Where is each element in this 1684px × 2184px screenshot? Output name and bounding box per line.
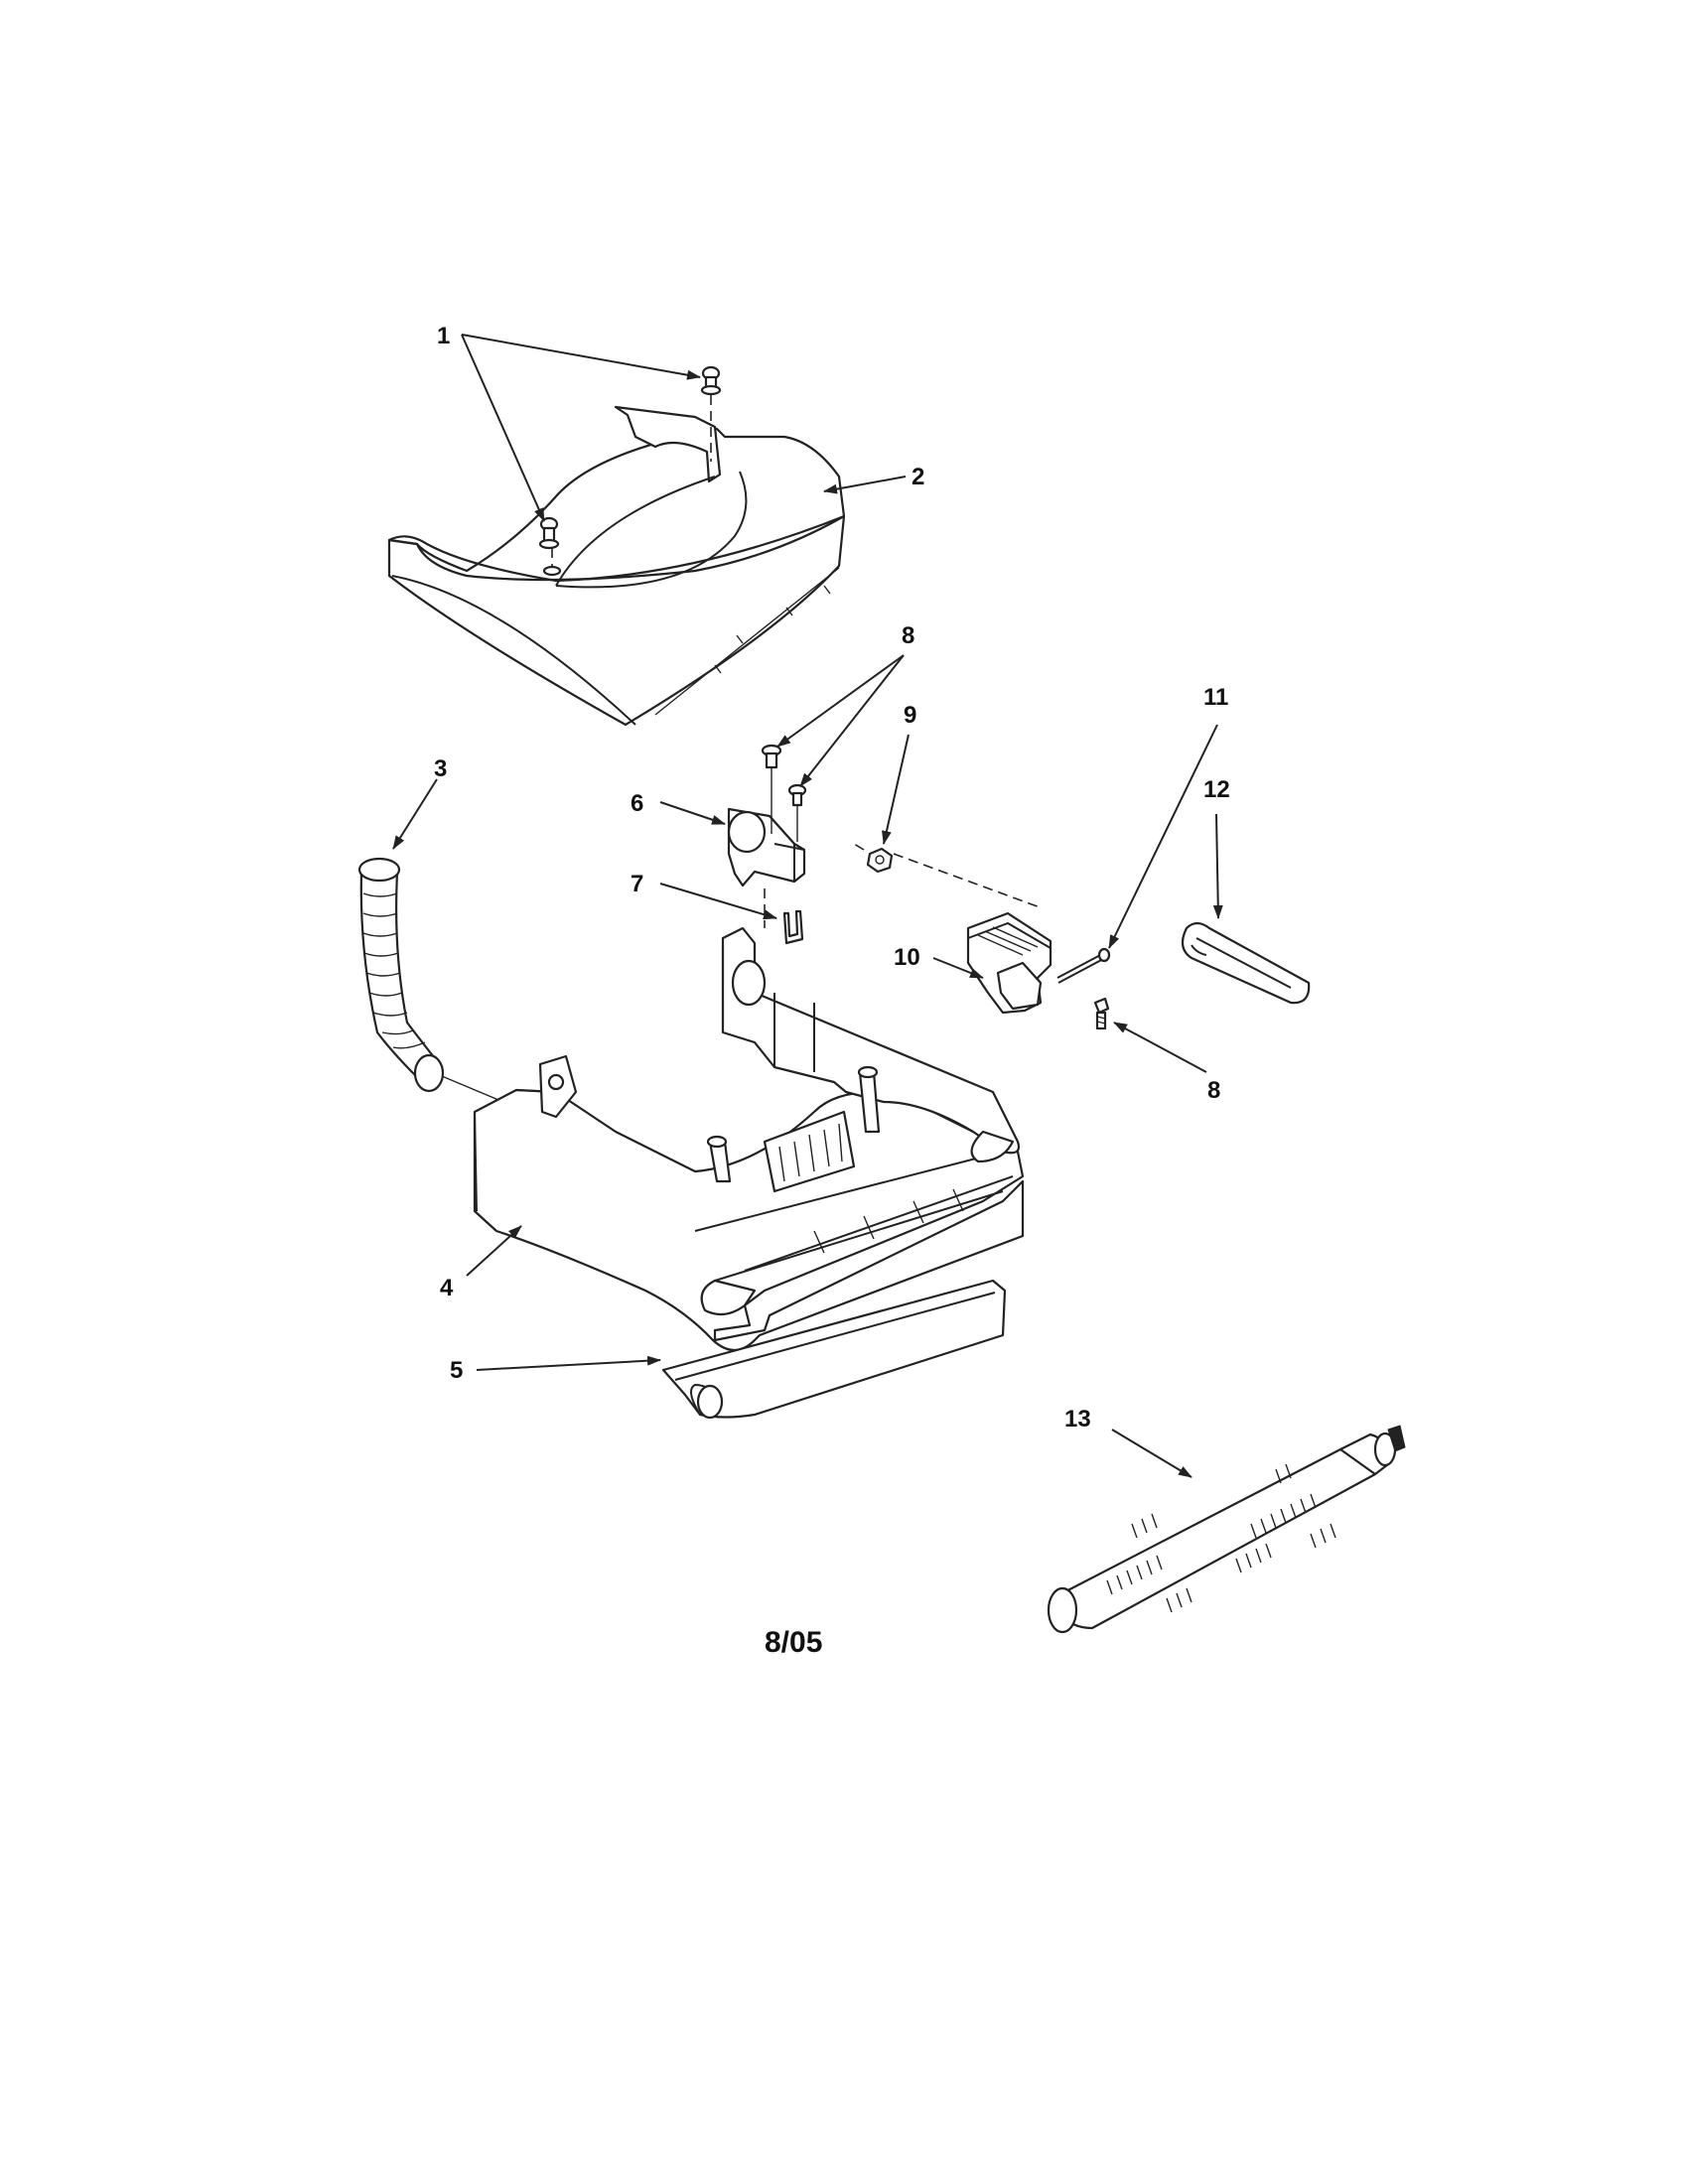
callout-9: 9 bbox=[904, 702, 916, 729]
hose-part bbox=[357, 857, 587, 1138]
callout-6: 6 bbox=[631, 790, 643, 817]
nut-part bbox=[853, 843, 1044, 909]
callout-labels: 1 2 3 4 5 6 7 8 8 9 10 11 12 13 bbox=[434, 323, 1230, 1433]
callout-1: 1 bbox=[437, 323, 450, 349]
brushroll-part bbox=[1047, 1425, 1406, 1634]
callout-5: 5 bbox=[450, 1357, 463, 1384]
callout-8-right: 8 bbox=[1207, 1077, 1220, 1104]
clip-part bbox=[764, 888, 804, 945]
callout-3: 3 bbox=[434, 755, 447, 782]
revision-date: 8/05 bbox=[765, 1626, 822, 1659]
callout-2: 2 bbox=[912, 464, 924, 490]
callout-12: 12 bbox=[1203, 776, 1230, 803]
top-cover-part bbox=[387, 405, 846, 727]
callout-7: 7 bbox=[631, 871, 643, 897]
guard-part bbox=[966, 911, 1052, 1015]
callout-4: 4 bbox=[440, 1275, 454, 1301]
bracket-part bbox=[727, 807, 806, 887]
callout-13: 13 bbox=[1064, 1406, 1091, 1433]
belt-part bbox=[1181, 921, 1311, 1005]
base-housing-part bbox=[473, 926, 1025, 1352]
callout-11: 11 bbox=[1203, 684, 1228, 711]
callout-8-top: 8 bbox=[902, 622, 914, 649]
bottom-plate-part bbox=[661, 1279, 1007, 1420]
leader-lines bbox=[392, 334, 1223, 1478]
screw-part-8a bbox=[761, 744, 807, 842]
long-screw-part bbox=[1056, 947, 1111, 984]
screw-part-8b bbox=[1093, 997, 1110, 1030]
callout-10: 10 bbox=[894, 944, 920, 971]
screw-part-1 bbox=[538, 365, 722, 577]
